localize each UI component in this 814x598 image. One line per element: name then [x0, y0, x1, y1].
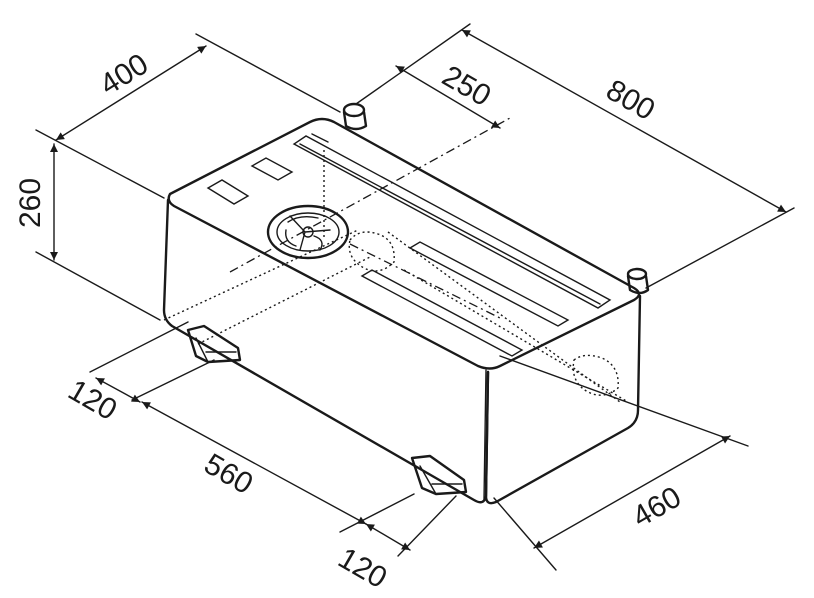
dimension-foot-spacing: 560 [199, 447, 259, 501]
tank-top-face [167, 117, 641, 370]
hidden-lines [163, 150, 629, 403]
mounting-foot-left-icon [186, 324, 242, 364]
mounting-foot-right-icon [410, 454, 468, 496]
dimension-inlet-offset: 250 [437, 59, 497, 113]
tank-body [162, 117, 642, 505]
inlet-stub-icon [342, 102, 368, 131]
dimension-height: 260 [14, 178, 47, 228]
tank-right-face [484, 294, 642, 505]
dimension-depth: 460 [627, 480, 687, 534]
dimension-foot-right: 120 [333, 541, 393, 595]
dimension-width-top: 400 [94, 47, 154, 102]
dimension-foot-left: 120 [63, 373, 123, 427]
outlet-stub-icon [626, 267, 650, 295]
dimension-length: 800 [601, 73, 661, 127]
tank-top-details [206, 133, 612, 357]
center-lines [229, 117, 511, 319]
dimension-lines [35, 23, 795, 571]
